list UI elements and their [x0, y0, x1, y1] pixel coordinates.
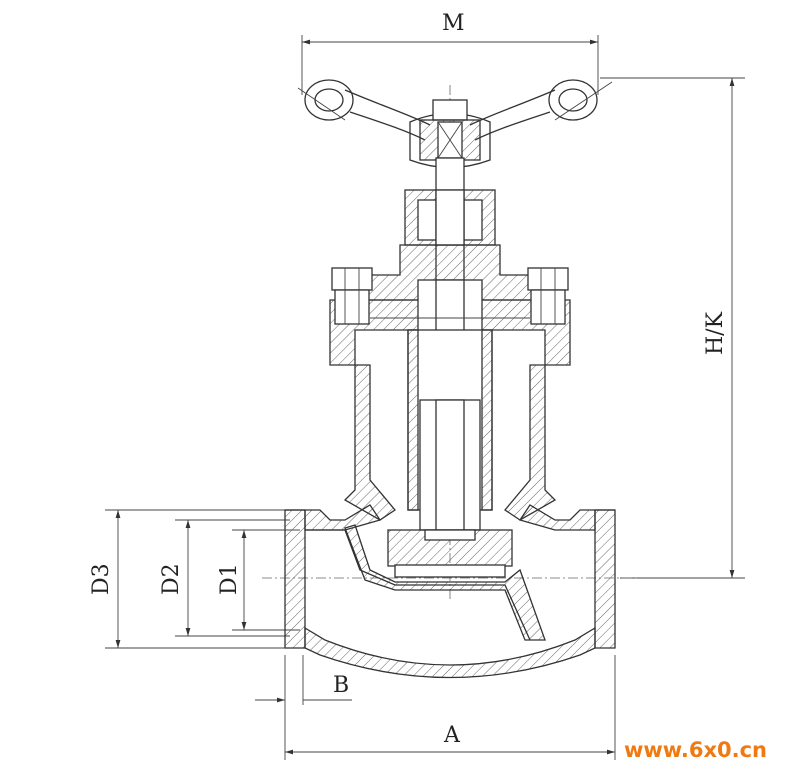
dimension-m: M: [301, 11, 599, 95]
valve-body-neck: [343, 329, 557, 531]
packing-gland: [404, 189, 496, 246]
dimension-d1: D1: [217, 529, 300, 631]
dim-label-d2: D2: [159, 563, 184, 595]
valve-body: [284, 504, 616, 679]
bonnet-bolt-left: [331, 267, 373, 325]
dimension-d2: D2: [159, 519, 290, 637]
dimension-hk: H/K: [600, 77, 745, 579]
dimension-a: A: [285, 655, 616, 760]
dimension-d3: D3: [89, 509, 290, 649]
bonnet-bolt-right: [527, 267, 569, 325]
watermark-text: www.6x0.cn: [624, 738, 767, 762]
dim-label-a: A: [443, 723, 461, 748]
dim-label-b: B: [333, 673, 349, 698]
valve-disc: [387, 529, 513, 578]
dim-label-m: M: [442, 11, 465, 36]
handwheel: [297, 79, 613, 169]
dim-label-hk: H/K: [703, 311, 728, 355]
dimension-b: B: [255, 655, 352, 760]
dim-label-d3: D3: [89, 563, 114, 595]
dim-label-d1: D1: [217, 563, 242, 595]
